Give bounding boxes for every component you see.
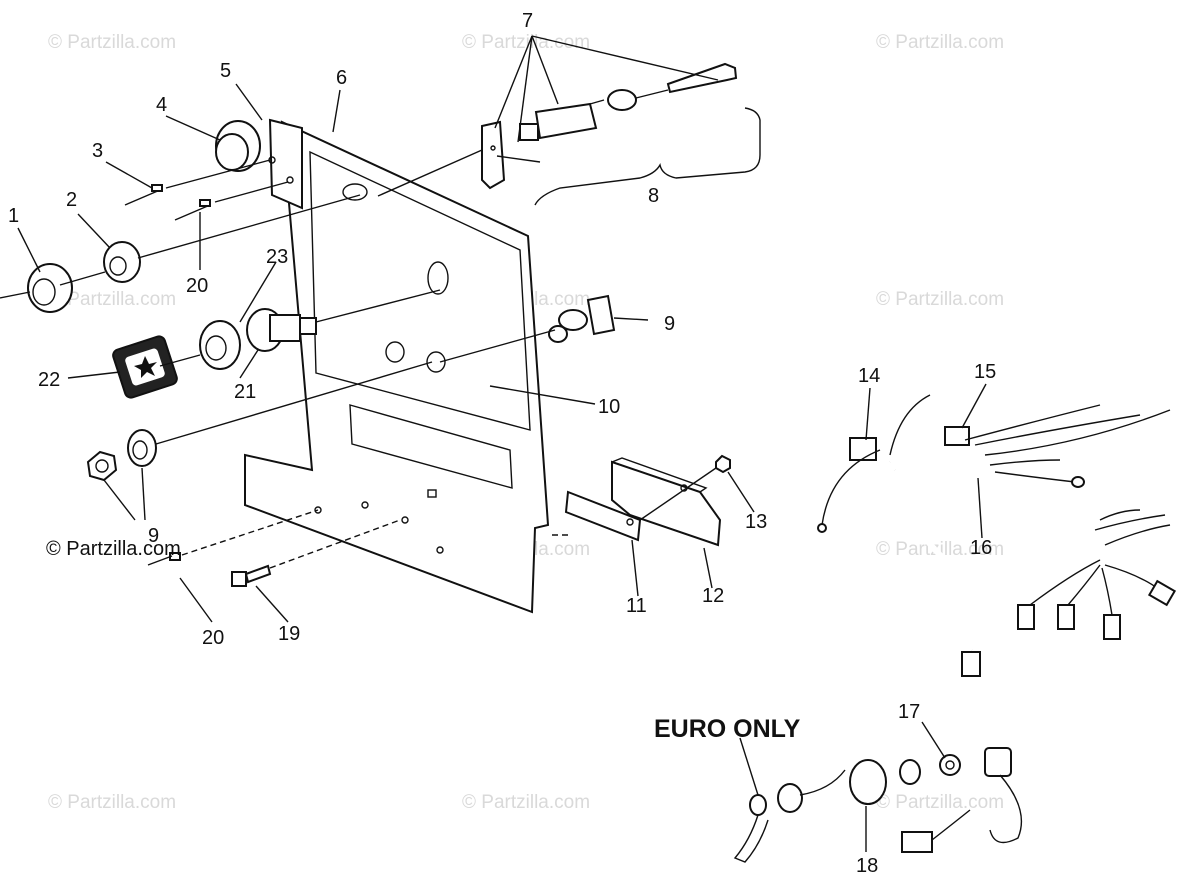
callout-20: 20 <box>186 275 208 297</box>
copyright-notice: © Partzilla.com <box>46 538 181 560</box>
callout-15: 15 <box>974 361 996 383</box>
callout-3: 3 <box>92 140 103 162</box>
watermark: © Partzilla.com <box>876 792 1004 813</box>
callout-22: 22 <box>38 369 60 391</box>
callout-6: 6 <box>336 67 347 89</box>
left-hardware <box>0 159 361 313</box>
watermark: © Partzilla.com <box>462 792 590 813</box>
callout-21: 21 <box>234 381 256 403</box>
wire-harness <box>817 394 1177 677</box>
callout-9: 9 <box>148 525 159 547</box>
watermark: © Partzilla.com <box>876 539 1004 560</box>
mount-bracket <box>215 118 303 210</box>
watermark: © Partzilla.com <box>876 289 1004 310</box>
latch-assembly <box>377 35 761 206</box>
callout-5: 5 <box>220 60 231 82</box>
callout-23: 23 <box>266 246 288 268</box>
mount-blocks <box>552 454 731 547</box>
watermark: © Partzilla.com <box>462 32 590 53</box>
instrument-panel <box>244 120 550 614</box>
watermark: © Partzilla.com <box>876 32 1004 53</box>
callout-17: 17 <box>898 701 920 723</box>
watermark: © Partzilla.com <box>48 32 176 53</box>
callout-16: 16 <box>970 537 992 559</box>
callout-2: 2 <box>66 189 77 211</box>
nut-washer <box>86 361 433 482</box>
euro-only-label: EURO ONLY <box>654 715 801 743</box>
callout-19: 19 <box>278 623 300 645</box>
callout-7: 7 <box>522 10 533 32</box>
leader-lines <box>17 83 987 852</box>
callout-8: 8 <box>648 185 659 207</box>
lower-bolts <box>147 509 401 587</box>
switch-assembly <box>112 289 441 399</box>
callout-11: 11 <box>626 595 647 617</box>
callout-18: 18 <box>856 855 878 877</box>
callout-9: 9 <box>664 313 675 335</box>
callout-12: 12 <box>702 585 724 607</box>
watermark: © Partzilla.com <box>48 289 176 310</box>
callout-10: 10 <box>598 396 620 418</box>
callout-20: 20 <box>202 627 224 649</box>
callout-1: 1 <box>8 205 19 227</box>
callout-4: 4 <box>156 94 167 116</box>
callout-14: 14 <box>858 365 880 387</box>
callouts: 1 2 3 4 5 6 7 8 9 9 10 11 12 13 14 15 16… <box>8 10 996 877</box>
callout-13: 13 <box>745 511 767 533</box>
toggle-switch <box>439 294 649 363</box>
watermark: © Partzilla.com <box>48 792 176 813</box>
